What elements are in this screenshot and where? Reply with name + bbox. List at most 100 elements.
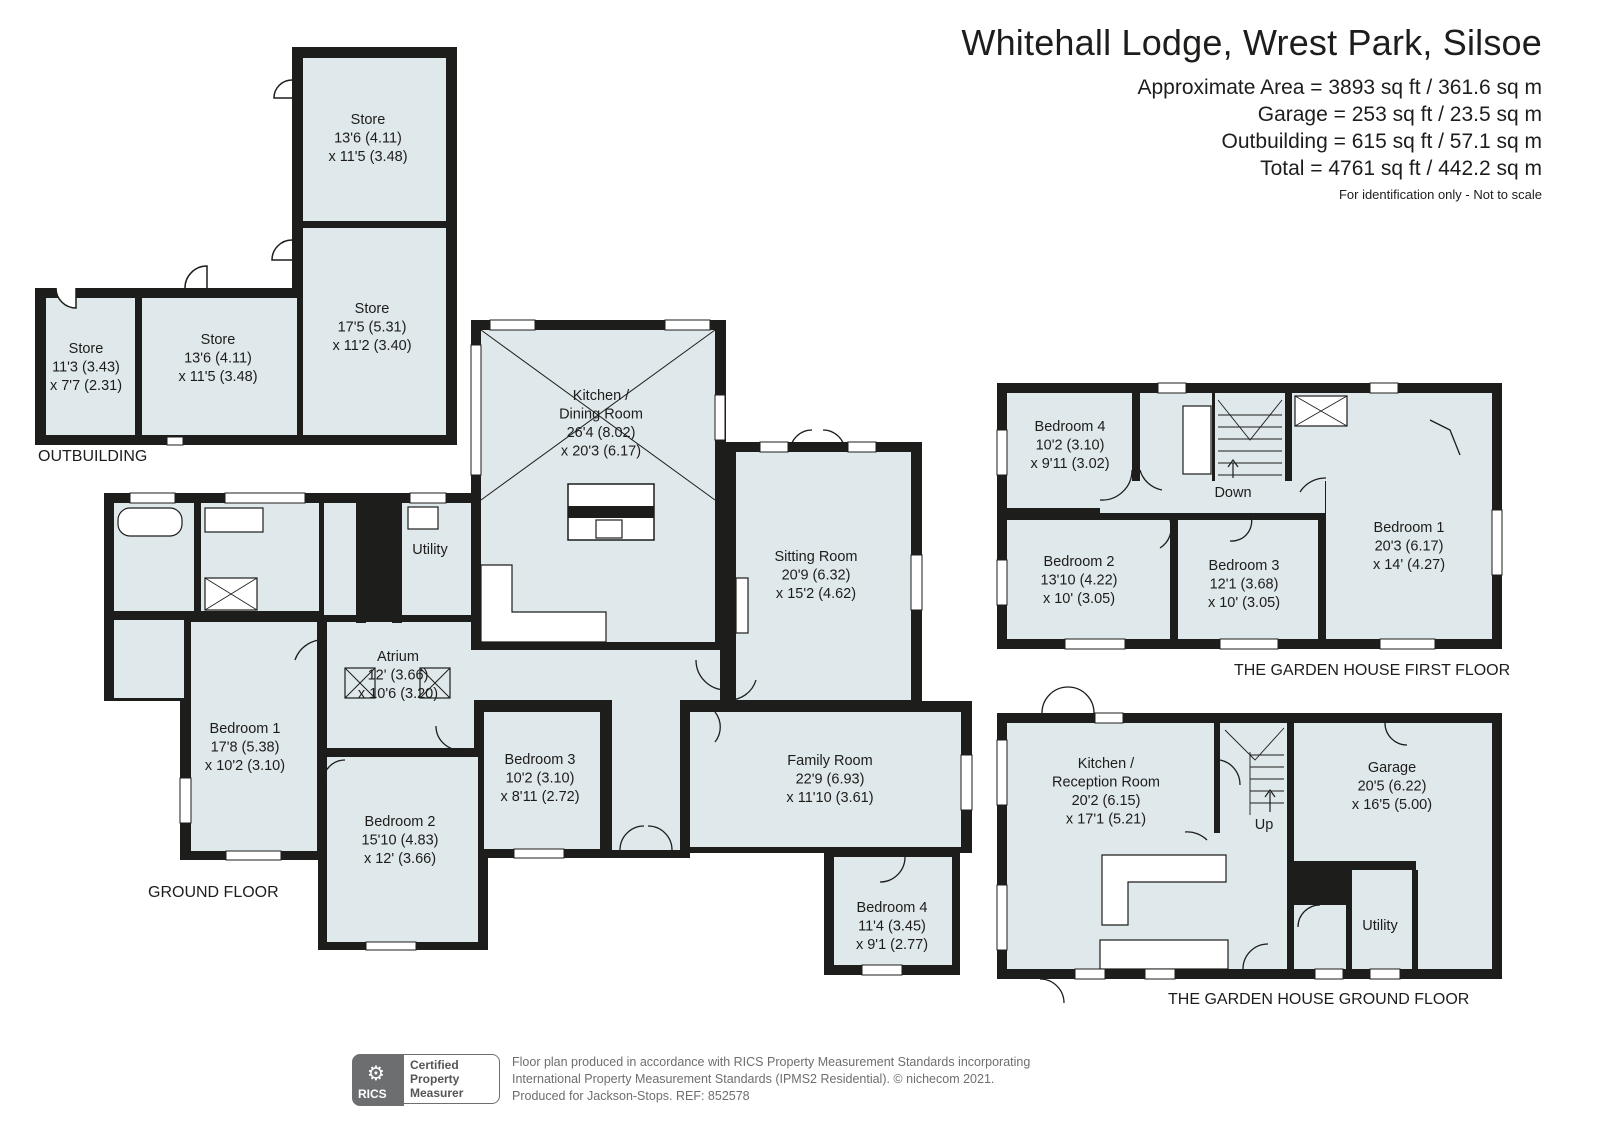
ghg-hall-room: [1207, 723, 1287, 969]
room-label-line: 15'10 (4.83): [362, 833, 439, 849]
ghg-garage-lower: [1416, 861, 1492, 969]
header: Whitehall Lodge, Wrest Park, Silsoe Appr…: [961, 22, 1542, 202]
footer-line: International Property Measurement Stand…: [512, 1072, 995, 1086]
gh1-window-8: [1369, 382, 1399, 394]
gf-kitchen-worktop: [480, 564, 607, 643]
gh1-window-7: [1157, 382, 1187, 394]
ghg-window-4: [1074, 968, 1106, 980]
gh1-bed2-room: [1007, 520, 1170, 639]
ghg-island: [1101, 854, 1227, 926]
gh1-landing: [1100, 481, 1325, 513]
ground-floor-plan: [104, 319, 973, 976]
ghg-utility-room: [1352, 870, 1412, 969]
gf-skylight-1: [344, 667, 376, 699]
room-label-line: Bedroom 2: [1044, 554, 1115, 570]
garden-house-ground-floor-plan: [996, 686, 1502, 1004]
room-label-line: Down: [1214, 485, 1251, 501]
room-label-line: 11'4 (3.45): [858, 919, 926, 935]
room-label-line: 20'3 (6.17): [1375, 539, 1444, 555]
gf-island-band: [568, 506, 654, 518]
gf-window-10: [513, 848, 565, 859]
ghg-wall-5: [1214, 723, 1220, 833]
floor-label-garden-ground: THE GARDEN HOUSE GROUND FLOOR: [1168, 991, 1469, 1008]
footer-text: Floor plan produced in accordance with R…: [512, 1054, 1030, 1105]
gf-bath-tub: [117, 507, 183, 537]
rics-logo: ⚙ RICS: [352, 1054, 404, 1106]
room-label-line: Dining Room: [559, 407, 643, 423]
ob-store-small-room: [46, 298, 135, 435]
room-label-line: x 11'5 (3.48): [178, 369, 257, 385]
room-label-gh1-down: Down: [1214, 485, 1251, 501]
room-label-line: Utility: [1362, 918, 1398, 934]
ob-store-top-room: [303, 58, 446, 221]
gh1-window-2: [996, 559, 1008, 606]
floor-label-outbuilding: OUTBUILDING: [38, 448, 147, 465]
gf-skylight-1-x: [344, 667, 376, 699]
gf-door-10: [322, 759, 346, 783]
gf-entry-hall: [612, 700, 680, 850]
room-label-line: x 8'11 (2.72): [500, 789, 579, 805]
gf-wall-9: [327, 748, 477, 757]
ghg-worktop: [1099, 939, 1229, 970]
room-label-line: Kitchen /: [1078, 756, 1135, 772]
gh1-bath-tub: [1182, 405, 1212, 475]
gf-window-9: [861, 964, 903, 976]
gf-bed2-room: [327, 757, 478, 942]
garage-area: Garage = 253 sq ft / 23.5 sq m: [1257, 103, 1542, 126]
room-label-line: Bedroom 1: [210, 721, 281, 737]
gf-door-1: [789, 429, 813, 453]
cert-line: Certified: [410, 1058, 459, 1072]
gf-window-12: [225, 850, 282, 861]
ob-door-arc-2: [271, 239, 293, 261]
gf-window-4: [714, 394, 726, 441]
cert-line: Property: [410, 1072, 460, 1086]
room-label-line: x 12' (3.66): [364, 851, 436, 867]
room-label-line: Atrium: [377, 649, 419, 665]
gf-window-5: [759, 441, 789, 453]
garden-house-first-floor-plan: [996, 382, 1503, 650]
gf-door-3: [695, 659, 727, 691]
gf-skylight-2-x: [419, 667, 451, 699]
ob-store-center-room: [142, 298, 297, 435]
room-label-line: Sitting Room: [774, 549, 857, 565]
gf-sitting-room: [736, 452, 911, 700]
gf-wall-8: [184, 611, 324, 621]
gf-window: [489, 319, 536, 331]
footer-line: Produced for Jackson-Stops. REF: 852578: [512, 1089, 750, 1103]
gf-shower-x: [204, 577, 258, 611]
room-label-line: x 9'11 (3.02): [1030, 456, 1109, 472]
gf-atrium-room: [324, 622, 474, 752]
room-label-line: x 20'3 (6.17): [561, 444, 641, 460]
gf-door-5: [714, 711, 721, 743]
ghg-door-arcs: [1039, 686, 1408, 1004]
ob-window: [166, 436, 184, 446]
ob-store-mid-room: [303, 228, 446, 435]
room-label-line: x 11'10 (3.61): [786, 790, 873, 806]
gf-wall-3: [471, 600, 481, 650]
certified-measurer-badge: Certified Property Measurer: [404, 1054, 500, 1104]
gf-window-15: [224, 492, 306, 504]
gf-fireplace: [735, 577, 749, 634]
gh1-stairs: [1217, 399, 1283, 476]
room-label-line: Store: [355, 301, 390, 317]
gh1-stair-room: [1215, 393, 1285, 481]
cert-line: Measurer: [410, 1086, 464, 1100]
floor-label-ground: GROUND FLOOR: [148, 884, 279, 901]
room-label-line: 20'9 (6.32): [782, 568, 851, 584]
room-label-line: Bedroom 1: [1374, 520, 1445, 536]
gh1-shower-x: [1294, 395, 1348, 427]
room-label-line: 11'3 (3.43): [52, 360, 120, 376]
gh1-window-6: [1491, 509, 1503, 576]
room-label-line: x 10'2 (3.10): [205, 758, 285, 774]
ghg-kitchen-room: [1007, 723, 1207, 969]
ghg-wall-2: [1294, 861, 1416, 870]
gf-sink-kitchen: [595, 519, 623, 539]
room-label-ghg-utility: Utility: [1362, 918, 1398, 934]
